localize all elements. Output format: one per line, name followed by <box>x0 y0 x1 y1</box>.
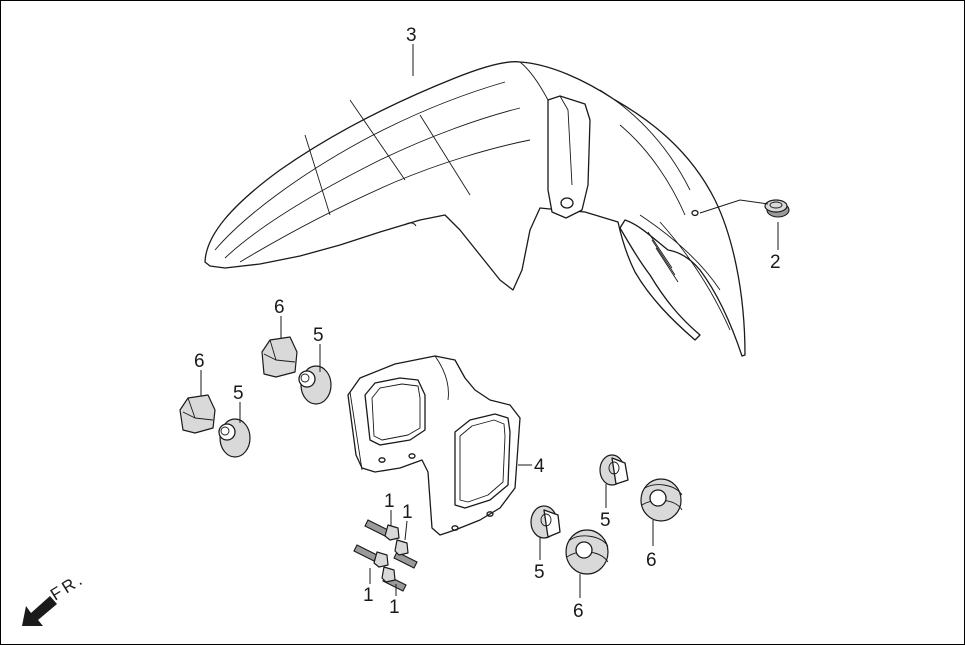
bolt-3 <box>353 544 389 568</box>
callout-1-c: 1 <box>363 585 374 606</box>
collar-upper-left <box>218 418 251 458</box>
direction-label: FR. <box>47 569 88 604</box>
callout-3: 3 <box>406 25 417 46</box>
callout-6-right-upper: 6 <box>646 550 657 571</box>
leader-lines <box>200 44 779 598</box>
grommet-right-lower <box>565 529 609 575</box>
arrow-down-left-icon <box>22 596 57 626</box>
grommet-top <box>261 336 298 378</box>
callout-6-right-lower: 6 <box>573 601 584 622</box>
callout-2: 2 <box>770 252 781 273</box>
bolt-1 <box>364 519 400 541</box>
callout-5-right-lower: 5 <box>534 562 545 583</box>
callout-1-b: 1 <box>402 502 413 523</box>
callout-5-upper-left: 5 <box>233 383 244 404</box>
bolt-2 <box>393 539 418 569</box>
grommet-right-upper <box>640 478 683 522</box>
mud-guard-plate <box>347 355 521 536</box>
grommet-upper-left <box>179 394 216 434</box>
callout-5-top: 5 <box>313 325 324 346</box>
callout-1-a: 1 <box>384 491 395 512</box>
collar-right-upper <box>599 454 629 486</box>
collar-top <box>298 365 332 405</box>
callout-1-d: 1 <box>389 597 400 618</box>
callout-4: 4 <box>534 456 545 477</box>
direction-indicator: FR. <box>22 569 88 626</box>
grommet-part-2 <box>764 199 790 218</box>
callout-5-right-upper: 5 <box>600 510 611 531</box>
front-fender <box>204 61 746 357</box>
collar-right-lower <box>530 505 561 539</box>
bolt-4 <box>381 566 407 592</box>
callout-6-upper-left: 6 <box>194 351 205 372</box>
callout-6-top: 6 <box>274 297 285 318</box>
